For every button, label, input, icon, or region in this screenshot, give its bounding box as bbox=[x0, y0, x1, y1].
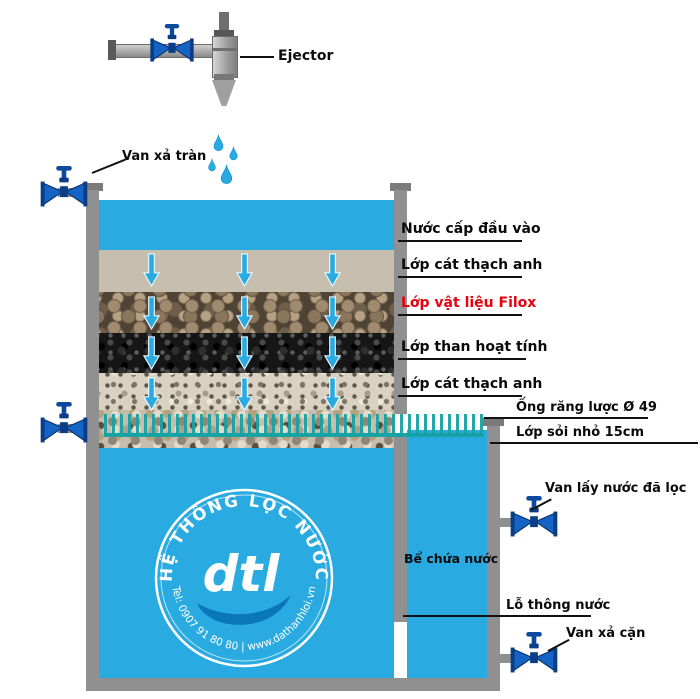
water-drop-icon bbox=[228, 146, 239, 161]
drain-valve-stub bbox=[498, 654, 514, 663]
comb-pipe-label: Ống răng lược Ø 49 bbox=[516, 400, 657, 415]
ejector-nozzle bbox=[212, 80, 236, 106]
ejector-leader-line bbox=[240, 56, 274, 58]
tank-divider-wall-lower bbox=[394, 437, 407, 622]
down-arrow-icon bbox=[236, 253, 253, 287]
water-hole-underline bbox=[403, 615, 591, 617]
ejector-collar bbox=[214, 30, 234, 37]
water-drop-icon bbox=[212, 134, 225, 152]
comb-pipe bbox=[104, 414, 484, 437]
comb-pipe-underline bbox=[484, 417, 648, 419]
down-arrow-icon bbox=[324, 296, 341, 330]
storage-tank-label: Bể chứa nước bbox=[404, 551, 499, 566]
overflow-valve-label: Van xả tràn bbox=[122, 149, 207, 164]
down-arrow-icon bbox=[324, 336, 341, 370]
water-drop-icon bbox=[219, 164, 234, 185]
ejector-label: Ejector bbox=[278, 48, 334, 64]
filox-underline bbox=[398, 314, 522, 316]
inlet-water-label: Nước cấp đầu vào bbox=[401, 221, 541, 237]
down-arrow-icon bbox=[143, 253, 160, 287]
down-arrow-icon bbox=[236, 336, 253, 370]
filox-label: Lớp vật liệu Filox bbox=[401, 295, 537, 311]
divider-wall-cap bbox=[390, 183, 411, 191]
drain-valve-label: Van xả cặn bbox=[566, 626, 646, 641]
quartz-sand-top-underline bbox=[398, 276, 522, 278]
down-arrow-icon bbox=[143, 296, 160, 330]
water-hole-label: Lỗ thông nước bbox=[506, 598, 611, 613]
logo-center-text: dtl bbox=[203, 545, 281, 603]
overflow-valve-icon bbox=[40, 166, 88, 208]
drain-valve-icon bbox=[510, 632, 558, 674]
down-arrow-icon bbox=[143, 336, 160, 370]
tank-left-wall bbox=[86, 190, 99, 691]
activated-carbon-label: Lớp than hoạt tính bbox=[401, 339, 548, 355]
right-wall-cap bbox=[483, 418, 504, 426]
company-logo: HỆ THỐNG LỌC NƯỚC Tel: 0907 91 80 80 | w… bbox=[154, 488, 334, 668]
down-arrow-icon bbox=[143, 377, 160, 411]
filtered-water-valve-icon bbox=[510, 496, 558, 538]
down-arrow-icon bbox=[324, 253, 341, 287]
activated-carbon-underline bbox=[398, 358, 526, 360]
down-arrow-icon bbox=[324, 377, 341, 411]
tank-bottom-wall bbox=[86, 678, 500, 691]
inlet-pipe-cap bbox=[108, 40, 116, 60]
gravel-underline bbox=[490, 442, 698, 444]
ejector-lower-collar bbox=[214, 74, 234, 80]
quartz-sand-bottom-underline bbox=[398, 395, 522, 397]
filtered-water-chamber bbox=[99, 448, 394, 678]
down-arrow-icon bbox=[236, 296, 253, 330]
filtered-water-valve-label: Van lấy nước đã lọc bbox=[545, 481, 687, 496]
logo-swoosh bbox=[197, 595, 291, 625]
down-arrow-icon bbox=[236, 377, 253, 411]
overflow-leader-line bbox=[91, 158, 126, 174]
inlet-valve-icon bbox=[150, 24, 194, 63]
filtered-water-valve-stub bbox=[498, 518, 514, 527]
ejector-top bbox=[219, 12, 229, 32]
left-wall-cap bbox=[82, 183, 103, 191]
ejector-band bbox=[212, 48, 238, 51]
backwash-valve-icon bbox=[40, 402, 88, 444]
storage-water-chamber bbox=[407, 430, 487, 678]
water-drop-icon bbox=[207, 158, 217, 172]
quartz-sand-bottom-label: Lớp cát thạch anh bbox=[401, 376, 543, 392]
inlet-water-underline bbox=[398, 240, 522, 242]
inlet-water-layer bbox=[99, 200, 394, 250]
gravel-label: Lớp sỏi nhỏ 15cm bbox=[516, 425, 645, 440]
ejector-body bbox=[212, 36, 238, 78]
quartz-sand-top-label: Lớp cát thạch anh bbox=[401, 257, 543, 273]
